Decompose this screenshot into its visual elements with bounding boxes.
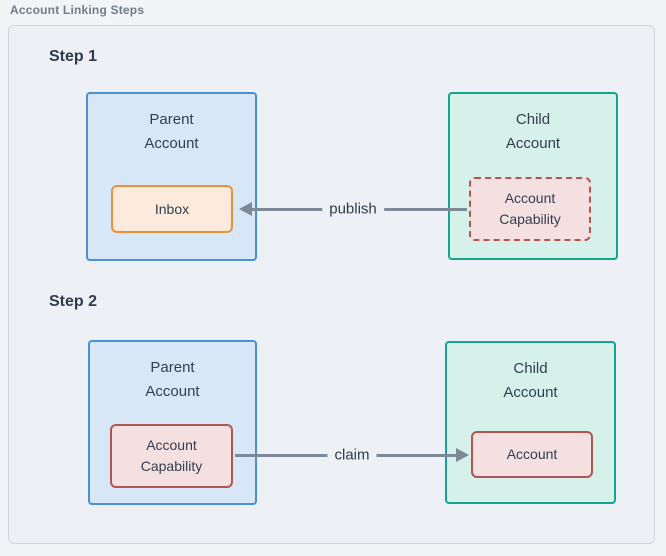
claim-arrow-label: claim [327,446,377,464]
parent-account-title: Parent Account [145,342,199,404]
inner-label-line: Account [146,437,197,453]
node-title-line: Account [505,135,561,152]
step1-inbox-node: Inbox [111,185,233,233]
node-title-line: Account [144,135,199,152]
node-title-line: Account [145,383,200,400]
node-title-line: Child [515,111,551,128]
diagram-title: Account Linking Steps [10,3,145,17]
inner-label-line: Capability [499,211,561,227]
step1-account-capability-node: Account Capability [469,177,591,241]
publish-arrow: publish [239,200,467,218]
step2-child-account-node: Child Account [445,341,616,504]
account-label: Account [507,444,558,465]
node-title-line: Child [513,360,548,377]
account-capability-label: Account Capability [499,188,560,230]
step2-account-node: Account [471,431,593,478]
inbox-label: Inbox [155,199,189,220]
node-title-line: Parent [149,111,194,128]
step-2-label: Step 2 [49,293,98,310]
claim-arrow: claim [235,446,469,464]
step2-account-capability-node: Account Capability [110,424,233,488]
inner-label-line: Account [504,190,556,206]
step1-parent-account-node: Parent Account [86,92,257,261]
parent-account-title: Parent Account [144,94,198,156]
arrowhead-right-icon [456,448,469,462]
step-1-label: Step 1 [49,48,98,65]
publish-arrow-label: publish [322,200,384,218]
account-capability-label: Account Capability [141,435,202,477]
account-linking-diagram: Step 1 Parent Account Inbox Child Accoun… [8,25,655,544]
node-title-line: Account [503,384,558,401]
inner-label-line: Inbox [154,200,190,217]
inner-label-line: Capability [140,458,203,474]
node-title-line: Parent [150,359,195,376]
arrowhead-left-icon [239,202,252,216]
inner-label-line: Account [506,446,558,462]
child-account-title: Child Account [506,94,560,156]
child-account-title: Child Account [503,343,557,405]
